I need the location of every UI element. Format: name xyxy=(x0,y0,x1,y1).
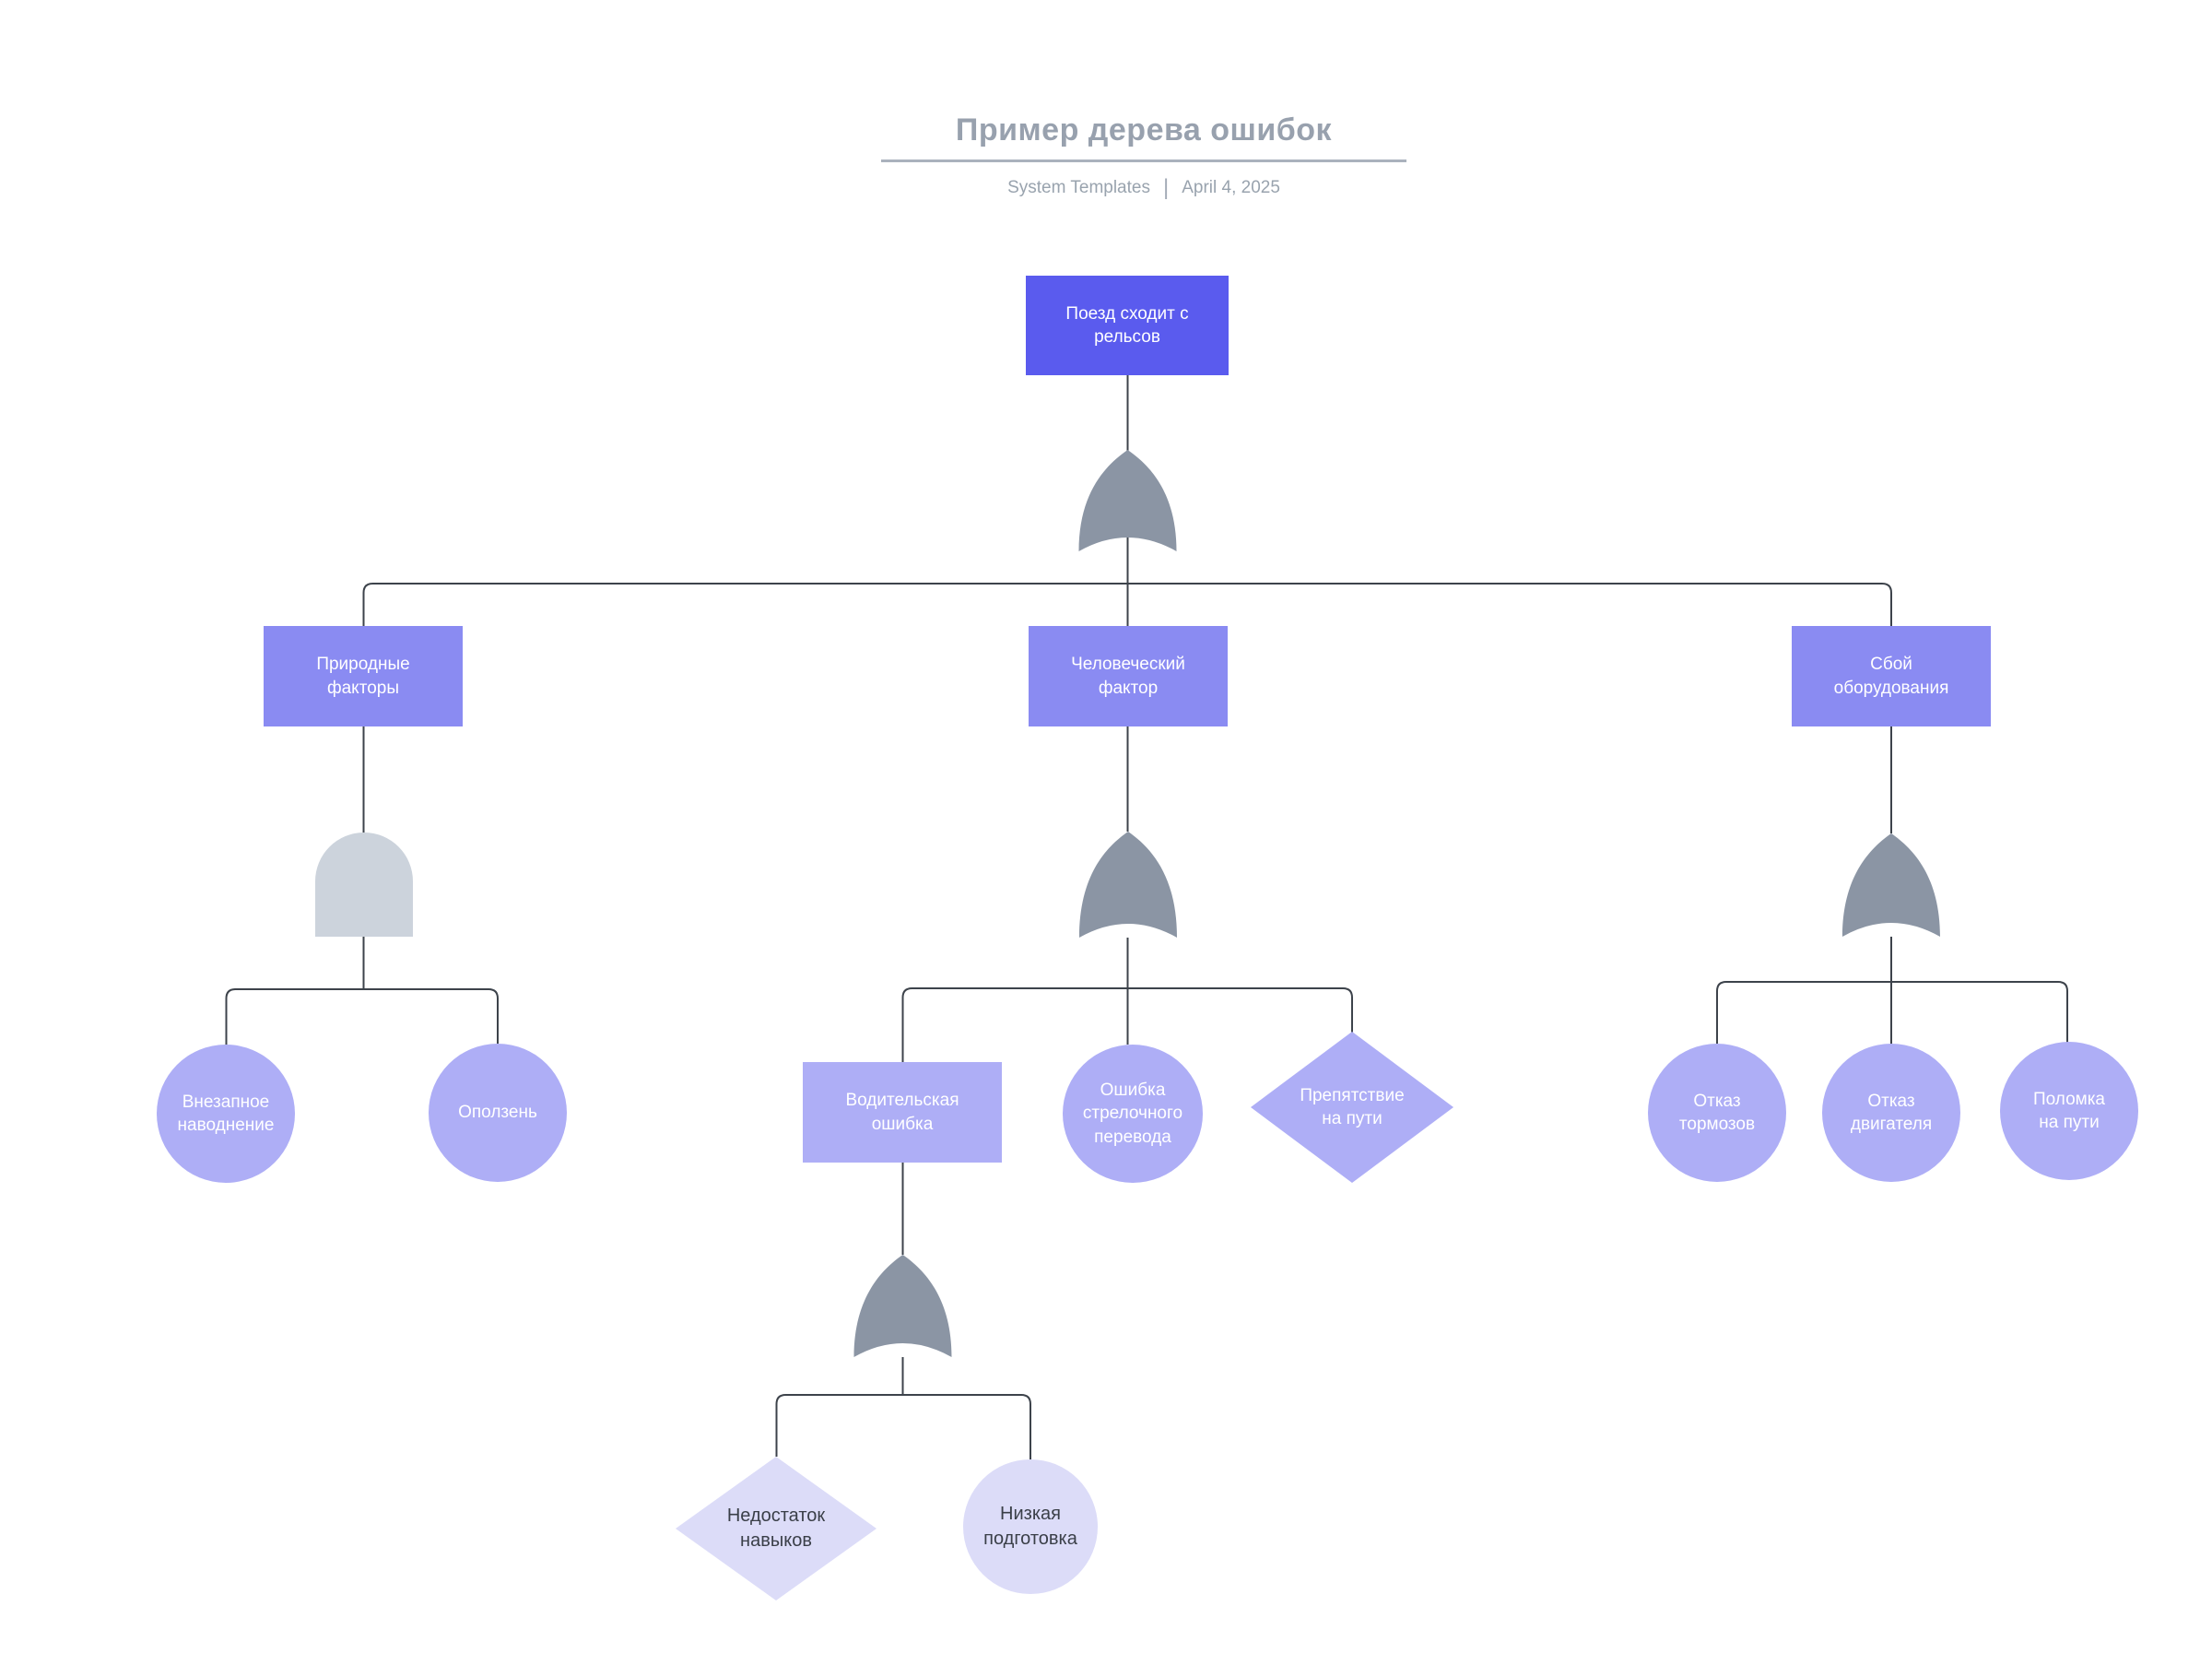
node-label: Человеческий фактор xyxy=(1071,655,1185,698)
node-poor-training[interactable]: Низкая подготовка xyxy=(963,1459,1098,1594)
and-gate-natural-factors[interactable] xyxy=(315,833,413,937)
title-underline xyxy=(881,159,1406,162)
node-human-factor[interactable]: Человеческий фактор xyxy=(1029,626,1228,726)
node-natural-factors[interactable]: Природные факторы xyxy=(264,626,463,726)
node-label: Оползень xyxy=(458,1103,537,1123)
node-label: Поломка на пути xyxy=(2032,1089,2106,1132)
node-switch-error[interactable]: Ошибка стрелочного перевода xyxy=(1063,1045,1203,1183)
diagram-meta: System Templates | April 4, 2025 xyxy=(881,175,1406,201)
meta-source: System Templates xyxy=(1007,178,1150,197)
connector-human-split xyxy=(901,987,1353,1062)
node-brake-failure[interactable]: Отказ тормозов xyxy=(1648,1044,1786,1182)
node-train-derails[interactable]: Поезд сходит с рельсов xyxy=(1026,276,1229,375)
node-equipment-failure[interactable]: Сбой оборудования xyxy=(1792,626,1991,726)
node-engine-failure[interactable]: Отказ двигателя xyxy=(1822,1044,1960,1182)
node-label: Отказ тормозов xyxy=(1678,1091,1756,1134)
node-label: Препятствие на пути xyxy=(1300,1085,1405,1128)
meta-separator-icon: | xyxy=(1162,175,1170,200)
node-label: Недостаток навыков xyxy=(726,1506,826,1551)
connector-driver-split xyxy=(775,1394,1031,1459)
node-label: Водительская ошибка xyxy=(845,1091,959,1134)
or-gate-driver-error[interactable] xyxy=(853,1255,952,1357)
meta-date: April 4, 2025 xyxy=(1182,178,1280,197)
node-landslide[interactable]: Оползень xyxy=(429,1044,567,1182)
connector-level1-split xyxy=(362,583,1892,626)
node-label: Низкая подготовка xyxy=(983,1504,1077,1549)
node-label: Сбой оборудования xyxy=(1833,655,1949,698)
connector-natural-split xyxy=(225,988,499,1045)
node-label: Отказ двигателя xyxy=(1850,1091,1933,1134)
or-gate-root[interactable] xyxy=(1078,450,1177,551)
or-gate-equipment-failure[interactable] xyxy=(1842,833,1940,937)
node-driver-error[interactable]: Водительская ошибка xyxy=(803,1062,1002,1163)
diagram-title: Пример дерева ошибок xyxy=(955,112,1333,148)
node-label: Природные факторы xyxy=(316,655,410,698)
node-label: Ошибка стрелочного перевода xyxy=(1082,1081,1183,1147)
title-block: Пример дерева ошибок System Templates | … xyxy=(881,112,1406,201)
node-sudden-flood[interactable]: Внезапное наводнение xyxy=(157,1045,295,1183)
node-track-damage[interactable]: Поломка на пути xyxy=(2000,1042,2138,1180)
connector-equipment-split xyxy=(1716,981,2068,1044)
node-label: Внезапное наводнение xyxy=(177,1092,275,1135)
or-gate-human-factor[interactable] xyxy=(1079,832,1177,938)
node-label: Поезд сходит с рельсов xyxy=(1065,303,1189,347)
